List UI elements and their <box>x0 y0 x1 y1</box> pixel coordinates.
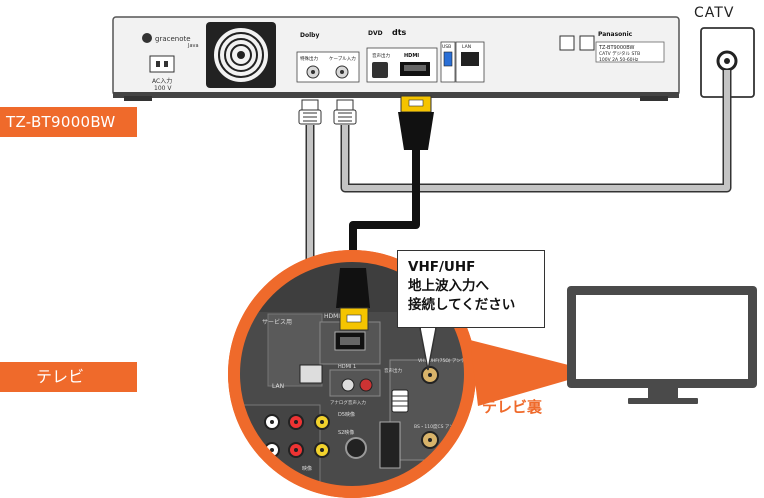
plate-model: TZ-BT9000BW <box>598 45 634 51</box>
ac-voltage-label: 100 V <box>154 85 172 92</box>
fan-grille <box>206 22 276 88</box>
tv-back-label: テレビ裏 <box>482 398 543 416</box>
lan-label: LAN <box>462 44 471 50</box>
tv-label-service: サービス用 <box>262 318 292 326</box>
catv-label: CATV <box>694 5 735 21</box>
port-cable-in-label: ケーブル入力 <box>329 55 356 62</box>
java-logo: Java <box>187 43 199 49</box>
dts-logo: dts <box>392 28 407 37</box>
tv-label-audio-out: 音声出力 <box>384 367 402 374</box>
plate-sub: CATV デジタル STB <box>599 50 640 57</box>
dvd-logo: DVD <box>368 30 383 37</box>
tv-label-s2: S2映像 <box>338 429 354 436</box>
port-special-out-label: 特殊出力 <box>300 55 318 62</box>
tv-label-hdmi1: HDMI 1 <box>338 364 356 370</box>
plate-voltage: 100V 2A 50-60Hz <box>599 57 639 63</box>
tv-label: テレビ <box>0 362 137 392</box>
tv-label-d5: D5映像 <box>338 411 355 418</box>
f-connector-special-out <box>298 99 322 125</box>
f-connector-cable-in <box>333 99 357 125</box>
usb-label: USB <box>442 44 451 50</box>
tv-label-vhf-antenna: VHF/UHF(75Ω) アンテナ入力 <box>418 357 479 364</box>
antenna-callout: VHF/UHF 地上波入力へ 接続してください <box>397 250 545 328</box>
tv-label-bs-antenna: BS・110度CS アンテナ入力 <box>414 423 472 430</box>
model-label: TZ-BT9000BW <box>0 107 137 137</box>
callout-line-1: VHF/UHF <box>408 259 476 275</box>
ac-input-label: AC入力 <box>152 77 172 85</box>
audio-out-label: 音声出力 <box>372 52 390 59</box>
hdmi-plug-tv <box>336 268 370 331</box>
callout-line-2: 地上波入力へ <box>408 278 489 294</box>
zoom-tail <box>470 340 596 406</box>
gracenote-logo: gracenote <box>155 35 191 43</box>
callout-line-3: 接続してください <box>408 297 516 313</box>
tv-label-lan: LAN <box>272 383 284 390</box>
f-connector-tv <box>391 389 409 413</box>
brand-label: Panasonic <box>598 31 633 38</box>
hdmi-plug-stb <box>398 95 434 150</box>
tv-label-hdmi: HDMI <box>324 313 340 320</box>
hdmi-port-label: HDMI <box>404 53 419 59</box>
tv-label-video: 映像 <box>302 465 312 472</box>
stb-device: gracenote Java Dolby DVD dts Panasonic A… <box>112 16 680 101</box>
hdmi-cable <box>349 150 420 270</box>
dolby-logo: Dolby <box>300 32 319 39</box>
tv-monitor-icon <box>567 286 757 404</box>
tv-label-analog-audio: アナログ音声入力 <box>330 399 366 406</box>
